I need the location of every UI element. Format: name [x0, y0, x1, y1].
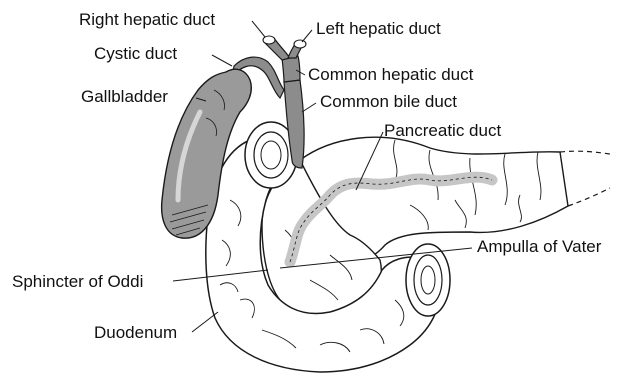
- label-common-hepatic-duct: Common hepatic duct: [308, 65, 474, 84]
- label-pancreatic-duct: Pancreatic duct: [384, 121, 501, 140]
- label-sphincter-of-oddi: Sphincter of Oddi: [12, 272, 143, 291]
- right-hepatic-duct-opening: [263, 36, 275, 44]
- label-right-hepatic-duct: Right hepatic duct: [79, 10, 215, 29]
- label-common-bile-duct: Common bile duct: [320, 92, 457, 111]
- label-ampulla-of-vater: Ampulla of Vater: [477, 237, 602, 256]
- label-duodenum: Duodenum: [94, 323, 177, 342]
- leader-left-hepatic-duct: [302, 30, 312, 42]
- duodenum-lower-lumen: [406, 244, 450, 316]
- label-cystic-duct: Cystic duct: [94, 44, 177, 63]
- leader-common-bile-duct: [302, 103, 316, 112]
- leader-cystic-duct: [212, 55, 232, 66]
- leader-right-hepatic-duct: [252, 21, 265, 37]
- pancreas-tail-dashed-outline: [560, 151, 610, 206]
- leader-duodenum: [192, 312, 218, 332]
- label-gallbladder: Gallbladder: [81, 87, 168, 106]
- left-hepatic-duct-opening: [294, 40, 306, 48]
- label-left-hepatic-duct: Left hepatic duct: [316, 19, 441, 38]
